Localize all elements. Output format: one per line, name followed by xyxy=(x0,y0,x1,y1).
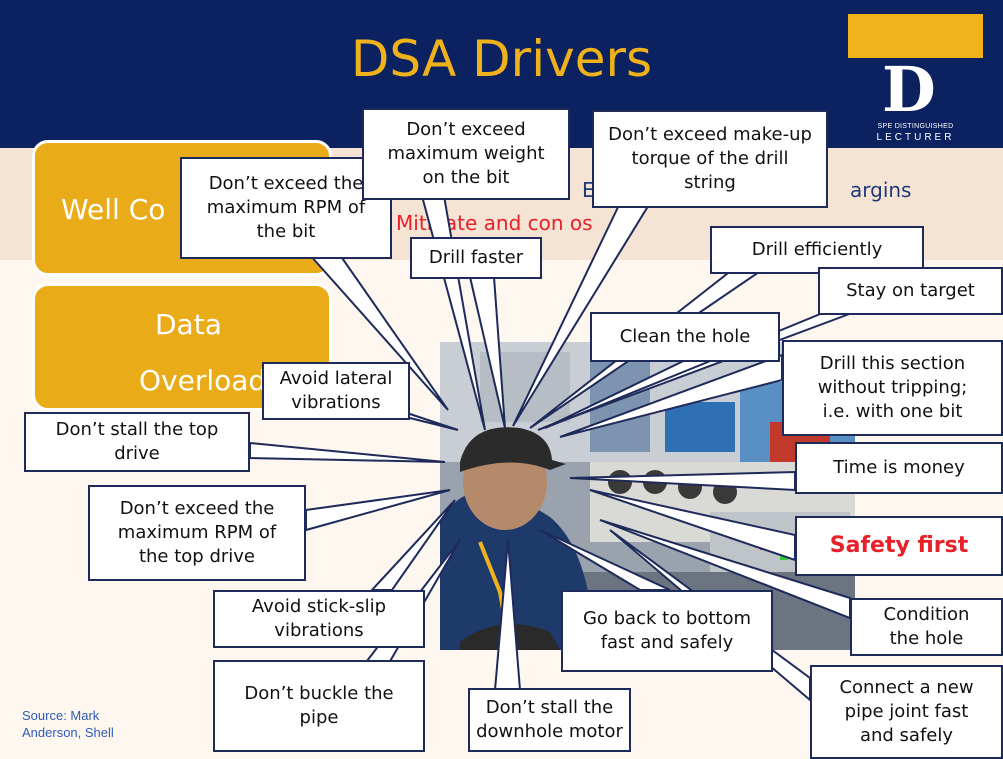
callout-stall-top-drive: Don’t stall the top drive xyxy=(24,412,250,472)
callout-exceed-rpm-top: Don’t exceed the maximum RPM of the top … xyxy=(88,485,306,581)
callout-drill-faster: Drill faster xyxy=(410,237,542,279)
callout-clean-hole: Clean the hole xyxy=(590,312,780,362)
callout-exceed-torque: Don’t exceed make-up torque of the drill… xyxy=(592,110,828,208)
logo-gold-bar xyxy=(848,14,983,58)
logo-lecturer-text: LECTURER xyxy=(876,132,955,143)
callout-exceed-weight: Don’t exceed maximum weight on the bit xyxy=(362,108,570,200)
callout-safety-first: Safety first xyxy=(795,516,1003,576)
callout-drill-efficiently: Drill efficiently xyxy=(710,226,924,274)
logo-caption: SPE DISTINGUISHED xyxy=(877,123,954,130)
well-control-label: Well Co xyxy=(61,193,166,226)
background-red-text: Mitigate and con os xyxy=(396,211,593,235)
background-text-fragment: E xyxy=(582,178,595,202)
source-citation: Source: Mark Anderson, Shell xyxy=(22,708,114,740)
data-overload-line1: Data xyxy=(155,308,222,341)
spe-logo-icon: D xyxy=(882,53,936,126)
callout-back-to-bottom: Go back to bottom fast and safely xyxy=(561,590,773,672)
callout-condition-hole: Condition the hole xyxy=(850,598,1003,656)
callout-new-pipe-joint: Connect a new pipe joint fast and safely xyxy=(810,665,1003,759)
background-text-fragment: argins xyxy=(850,178,912,202)
callout-stay-on-target: Stay on target xyxy=(818,267,1003,315)
slide-title: DSA Drivers xyxy=(350,30,653,88)
data-overload-box: Data Overload xyxy=(32,283,332,411)
callout-stall-motor: Don’t stall the downhole motor xyxy=(468,688,631,752)
callout-exceed-rpm-bit: Don’t exceed the maximum RPM of the bit xyxy=(180,157,392,259)
callout-buckle-pipe: Don’t buckle the pipe xyxy=(213,660,425,752)
callout-drill-section: Drill this section without tripping; i.e… xyxy=(782,340,1003,436)
callout-avoid-lateral: Avoid lateral vibrations xyxy=(262,362,410,420)
callout-time-money: Time is money xyxy=(795,442,1003,494)
data-overload-line2: Overload xyxy=(139,364,267,397)
callout-stick-slip: Avoid stick-slip vibrations xyxy=(213,590,425,648)
